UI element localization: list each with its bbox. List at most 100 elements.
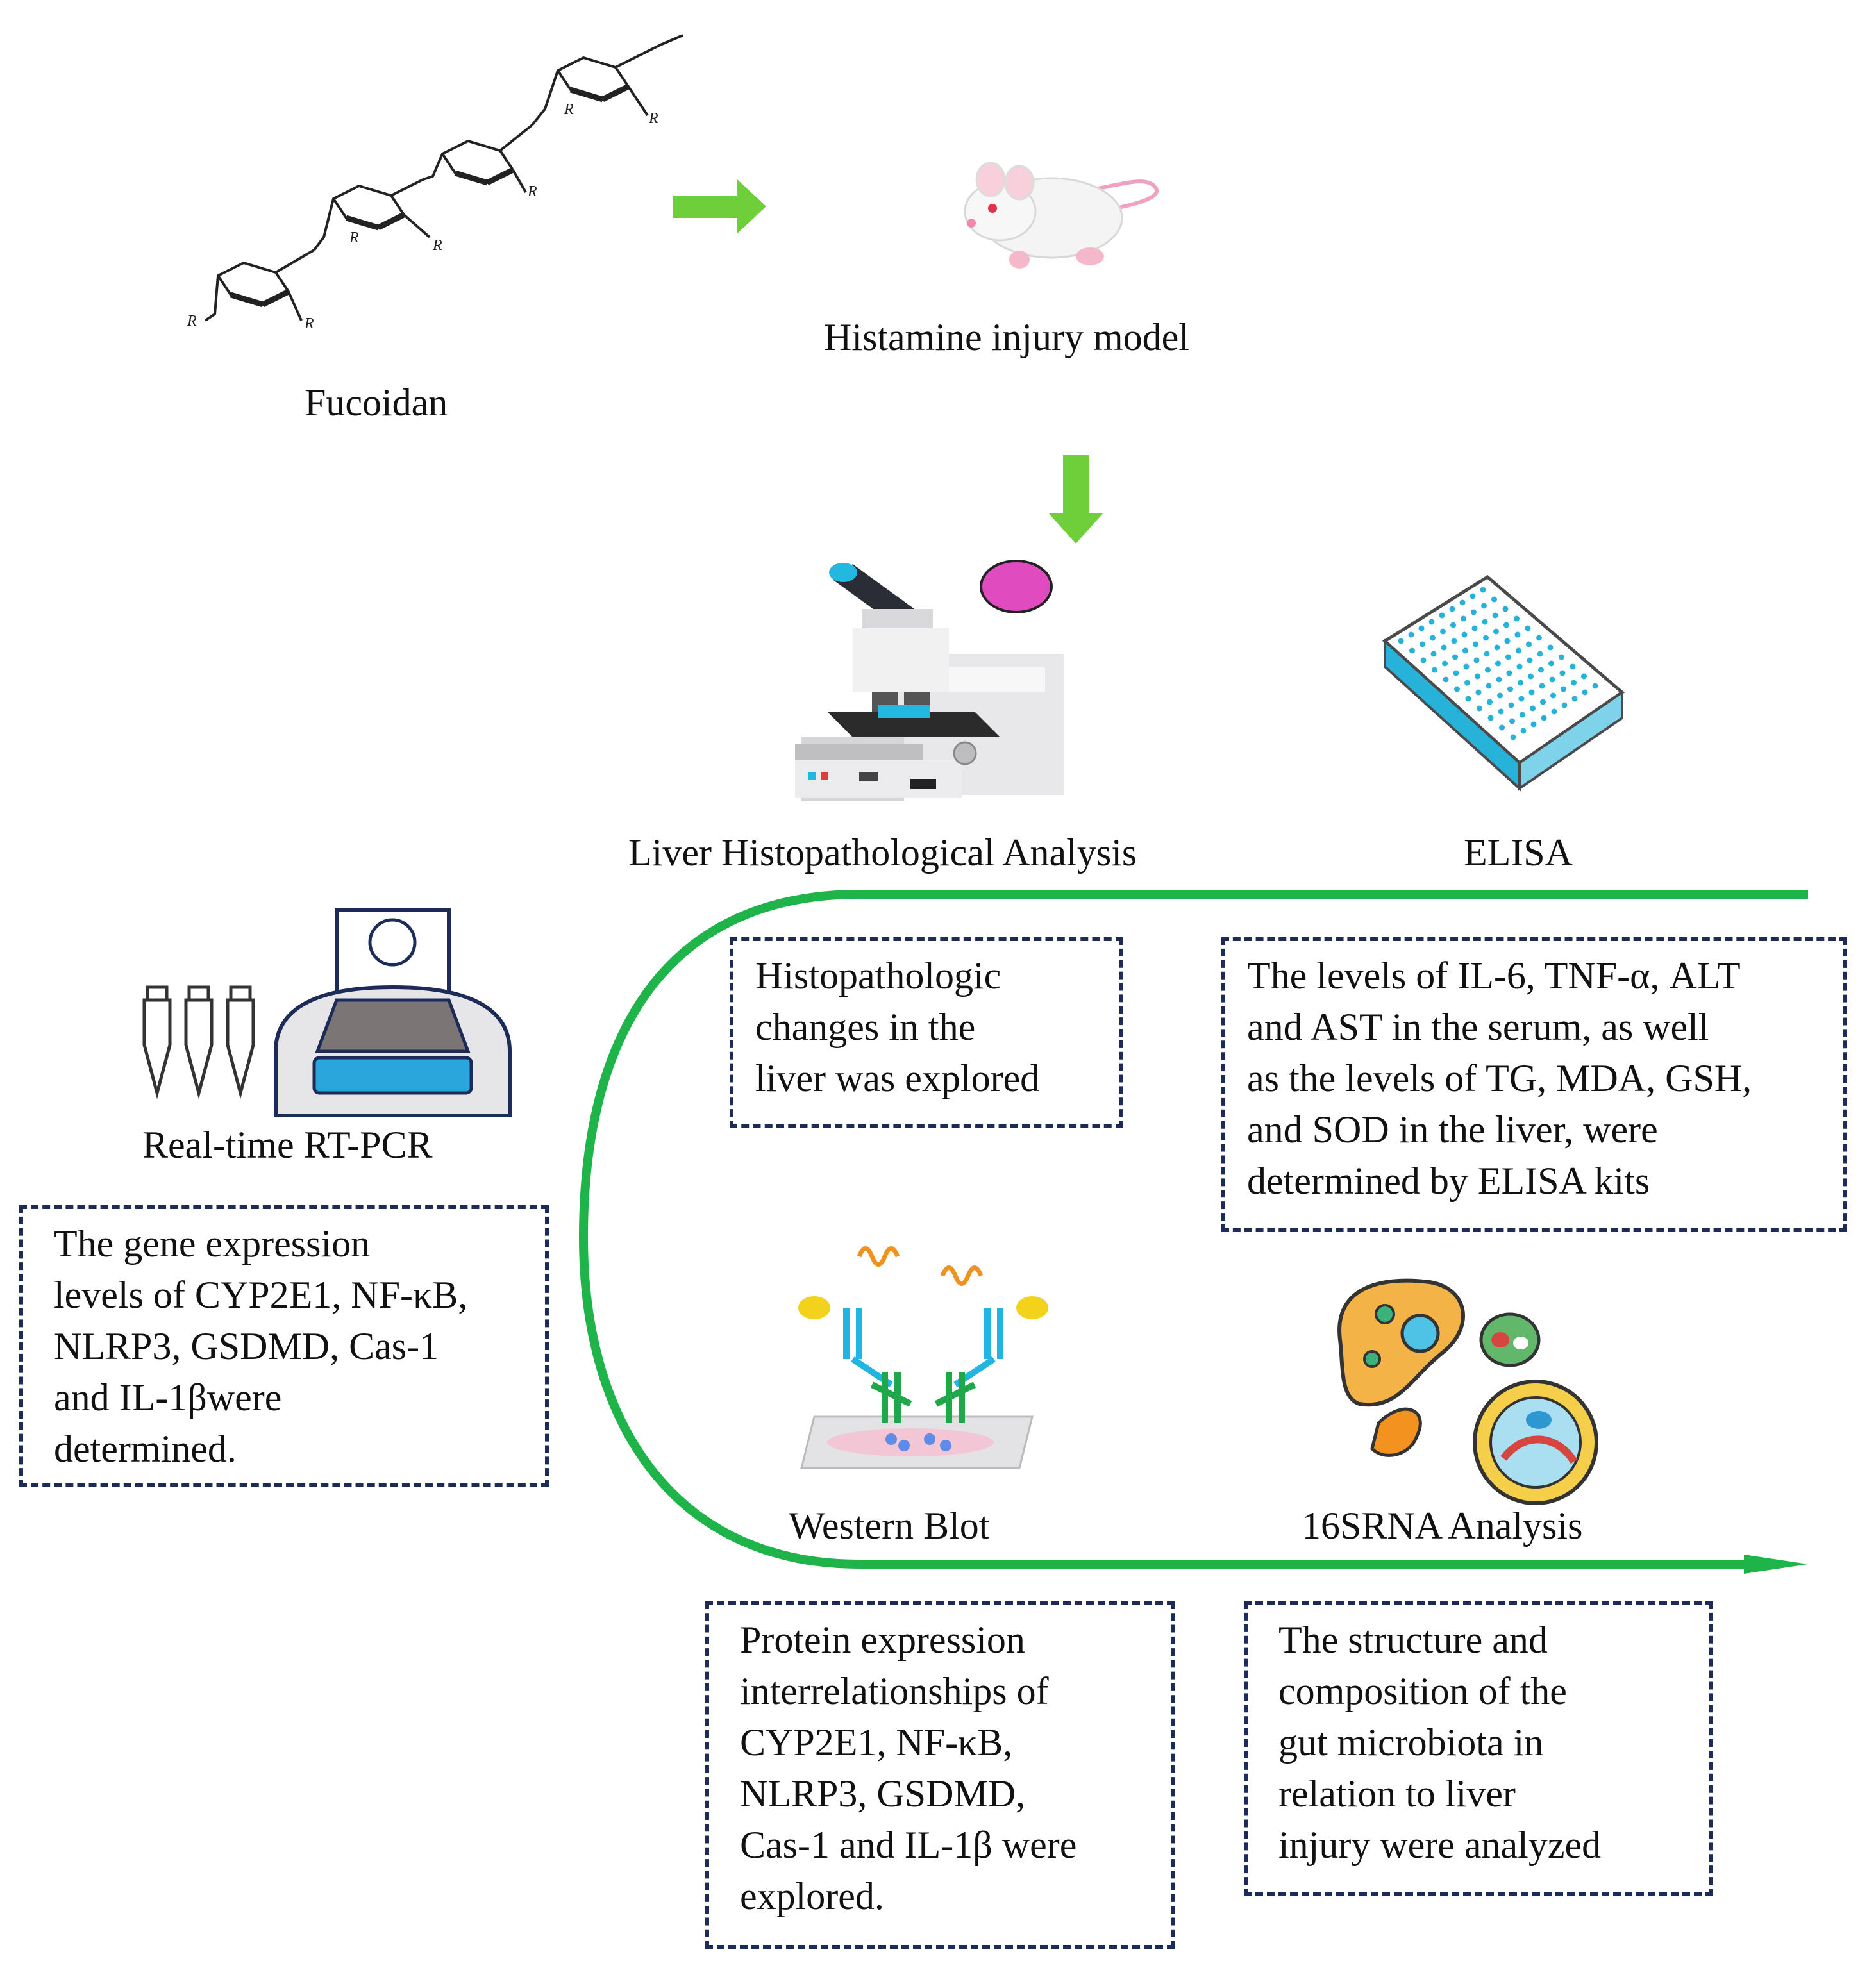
- label-histamine-model: Histamine injury model: [824, 316, 1189, 358]
- elisa-well: [1428, 619, 1435, 625]
- elisa-well: [1540, 699, 1546, 705]
- elisa-well: [1497, 692, 1503, 699]
- elisa-well: [1449, 606, 1455, 612]
- elisa-well: [1486, 683, 1492, 689]
- elisa-well: [1473, 641, 1478, 647]
- svg-text:R: R: [187, 313, 197, 330]
- elisa-well: [1461, 631, 1468, 638]
- elisa-well: [1481, 603, 1487, 609]
- elisa-well: [1463, 663, 1470, 670]
- elisa-well: [1398, 638, 1404, 644]
- elisa-well: [1482, 619, 1488, 625]
- svg-text:R: R: [564, 101, 574, 118]
- elisa-well: [1549, 676, 1555, 683]
- elisa-well: [1464, 680, 1470, 686]
- elisa-well: [1571, 680, 1577, 686]
- elisa-well: [1539, 683, 1545, 689]
- elisa-well: [1453, 670, 1459, 676]
- svg-text:R: R: [304, 315, 314, 332]
- elisa-well: [1541, 715, 1547, 721]
- elisa-well: [1499, 724, 1505, 731]
- tissue-slide-icon: [980, 560, 1053, 613]
- elisa-well: [1504, 638, 1511, 644]
- elisa-plate-icon: [1382, 574, 1625, 792]
- label-liver-histo: Liver Histopathological Analysis: [628, 831, 1137, 874]
- elisa-well: [1494, 644, 1500, 651]
- elisa-well: [1462, 647, 1468, 654]
- elisa-well: [1509, 718, 1515, 724]
- elisa-well: [1418, 625, 1425, 631]
- elisa-well: [1440, 628, 1446, 635]
- elisa-well: [1550, 692, 1556, 699]
- label-fucoidan: Fucoidan: [305, 381, 448, 424]
- elisa-well: [1471, 625, 1478, 631]
- flow-curve: [578, 890, 1808, 1569]
- elisa-well: [1475, 689, 1482, 696]
- microbe-cells-icon: [1337, 1278, 1598, 1505]
- elisa-well: [1493, 628, 1499, 635]
- elisa-well: [1477, 705, 1482, 712]
- elisa-well: [1561, 702, 1568, 708]
- elisa-well: [1461, 615, 1466, 622]
- svg-text:R: R: [432, 237, 442, 254]
- elisa-well: [1528, 689, 1535, 696]
- fucoidan-structure-icon: [204, 34, 683, 322]
- elisa-well: [1508, 702, 1514, 708]
- elisa-well: [1420, 657, 1427, 663]
- elisa-well: [1520, 712, 1525, 718]
- elisa-well: [1480, 587, 1486, 593]
- elisa-well: [1498, 708, 1504, 715]
- elisa-well: [1409, 647, 1415, 654]
- elisa-well: [1471, 609, 1477, 615]
- elisa-well: [1503, 622, 1509, 628]
- elisa-well: [1526, 641, 1532, 647]
- elisa-well: [1510, 734, 1516, 740]
- elisa-well: [1420, 641, 1425, 647]
- elisa-well: [1516, 663, 1523, 670]
- fucoidan-substituent-labels: R R R R R R R: [187, 101, 658, 332]
- elisa-well: [1525, 625, 1531, 631]
- elisa-well: [1439, 612, 1445, 619]
- svg-text:R: R: [349, 229, 359, 246]
- elisa-well: [1505, 654, 1511, 660]
- elisa-well: [1507, 686, 1513, 692]
- elisa-well: [1475, 673, 1480, 680]
- elisa-well: [1561, 686, 1566, 692]
- elisa-well: [1538, 667, 1544, 673]
- elisa-well: [1547, 644, 1554, 651]
- elisa-well: [1470, 593, 1476, 599]
- elisa-well: [1441, 644, 1447, 651]
- arrow-right-icon: [673, 179, 766, 233]
- svg-text:R: R: [648, 110, 658, 127]
- svg-text:R: R: [527, 183, 537, 200]
- elisa-well: [1430, 651, 1437, 657]
- elisa-well: [1443, 676, 1449, 683]
- elisa-well: [1452, 654, 1458, 660]
- elisa-well: [1450, 622, 1456, 628]
- elisa-well: [1514, 615, 1520, 622]
- elisa-well: [1506, 670, 1512, 676]
- label-16srna: 16SRNA Analysis: [1302, 1505, 1583, 1547]
- mouse-icon: [964, 162, 1159, 269]
- elisa-well: [1520, 728, 1527, 734]
- elisa-well: [1537, 651, 1543, 657]
- elisa-well: [1491, 596, 1497, 603]
- elisa-well: [1495, 660, 1501, 667]
- elisa-well: [1527, 657, 1533, 663]
- box-western-blot: Protein expression interrelationships of…: [705, 1601, 1175, 1949]
- elisa-well: [1548, 660, 1554, 667]
- elisa-well: [1473, 657, 1480, 663]
- elisa-well: [1485, 667, 1491, 673]
- elisa-well: [1454, 686, 1460, 692]
- elisa-well: [1582, 689, 1588, 696]
- elisa-well: [1484, 651, 1490, 657]
- elisa-well: [1487, 699, 1493, 705]
- elisa-well: [1487, 715, 1494, 721]
- elisa-well: [1451, 638, 1457, 644]
- elisa-well: [1559, 654, 1564, 660]
- elisa-well: [1530, 705, 1536, 712]
- antibody-blot-icon: [798, 1246, 1048, 1469]
- elisa-well: [1581, 673, 1587, 680]
